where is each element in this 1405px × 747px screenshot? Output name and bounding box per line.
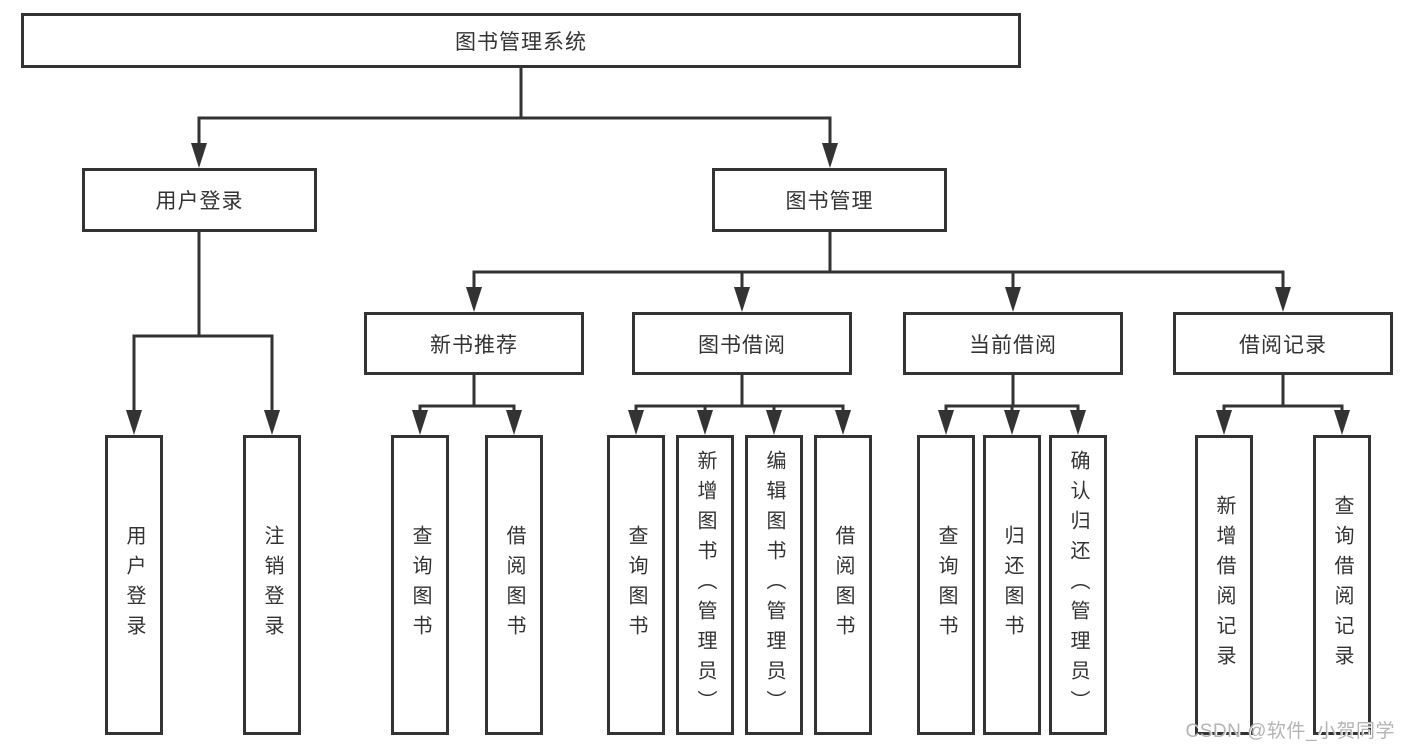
- node-borrowing-records-label: 借阅记录: [1239, 333, 1327, 357]
- leaf-query-borrow-record-label: 查询借阅记录: [1331, 495, 1353, 675]
- leaf-query-books-recommend: 查询图书: [391, 435, 449, 735]
- node-book-management: 图书管理: [712, 168, 947, 232]
- node-current-borrowing: 当前借阅: [903, 312, 1123, 375]
- leaf-query-borrow-record: 查询借阅记录: [1313, 435, 1371, 735]
- leaf-confirm-return-admin: 确认归还（管理员）: [1049, 435, 1107, 735]
- leaf-borrow-books-borrowing: 借阅图书: [814, 435, 872, 735]
- watermark: CSDN @软件_小贺同学: [1185, 721, 1395, 742]
- node-root-label: 图书管理系统: [455, 30, 587, 54]
- leaf-add-books-admin: 新增图书（管理员）: [676, 435, 734, 735]
- leaf-return-books-label: 归还图书: [1001, 525, 1023, 645]
- leaf-logout: 注销登录: [243, 435, 301, 735]
- leaf-add-books-admin-label: 新增图书（管理员）: [694, 450, 716, 720]
- node-new-book-recommendation-label: 新书推荐: [430, 333, 518, 357]
- leaf-query-books-current-label: 查询图书: [935, 525, 957, 645]
- leaf-borrow-books-recommend-label: 借阅图书: [503, 525, 525, 645]
- node-current-borrowing-label: 当前借阅: [969, 333, 1057, 357]
- leaf-logout-label: 注销登录: [261, 525, 283, 645]
- leaf-add-borrow-record-label: 新增借阅记录: [1213, 495, 1235, 675]
- leaf-edit-books-admin-label: 编辑图书（管理员）: [763, 450, 785, 720]
- leaf-borrow-books-borrowing-label: 借阅图书: [832, 525, 854, 645]
- node-user-login: 用户登录: [82, 168, 317, 232]
- node-book-management-label: 图书管理: [785, 190, 874, 213]
- leaf-edit-books-admin: 编辑图书（管理员）: [745, 435, 803, 735]
- leaf-borrow-books-recommend: 借阅图书: [485, 435, 543, 735]
- leaf-add-borrow-record: 新增借阅记录: [1195, 435, 1253, 735]
- node-book-borrowing-label: 图书借阅: [698, 333, 786, 357]
- leaf-query-books-borrowing: 查询图书: [607, 435, 665, 735]
- leaf-query-books-recommend-label: 查询图书: [409, 525, 431, 645]
- leaf-user-login: 用户登录: [105, 435, 163, 735]
- leaf-query-books-borrowing-label: 查询图书: [625, 525, 647, 645]
- leaf-confirm-return-admin-label: 确认归还（管理员）: [1067, 450, 1089, 720]
- node-new-book-recommendation: 新书推荐: [364, 312, 584, 375]
- leaf-query-books-current: 查询图书: [917, 435, 975, 735]
- node-book-borrowing: 图书借阅: [632, 312, 852, 375]
- node-root: 图书管理系统: [21, 13, 1021, 68]
- leaf-user-login-label: 用户登录: [123, 525, 145, 645]
- leaf-return-books: 归还图书: [983, 435, 1041, 735]
- node-user-login-label: 用户登录: [155, 190, 244, 213]
- node-borrowing-records: 借阅记录: [1173, 312, 1393, 375]
